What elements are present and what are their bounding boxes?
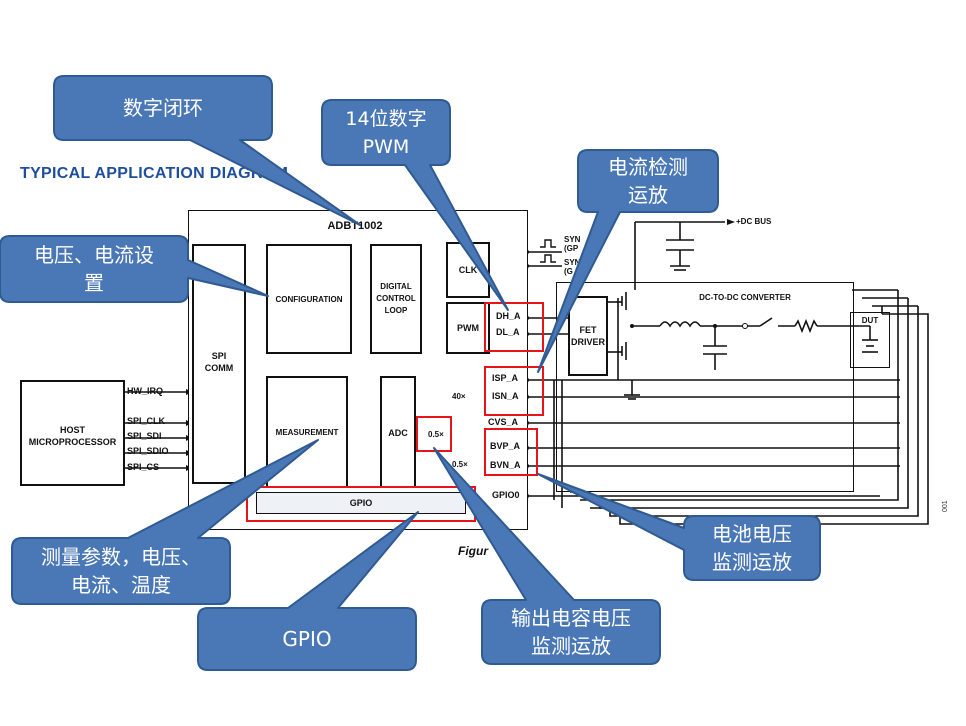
measurement-block: [266, 376, 348, 488]
highlight-bvp-bvn: [484, 428, 538, 476]
spi-comm-label: SPI COMM: [204, 351, 234, 373]
pin-spi-sdi: SPI_SDI: [127, 431, 162, 441]
diagram-title: TYPICAL APPLICATION DIAGRAM: [20, 165, 289, 182]
callout-gpio: GPIO: [282, 627, 332, 651]
fet-driver-block: [568, 296, 608, 376]
gpio-label: GPIO: [349, 498, 373, 508]
amp-bvs-gain: 0.5×: [452, 460, 468, 469]
amp-cvs-gain: 0.5×: [428, 430, 444, 439]
fet-driver-label: FET DRIVER: [570, 325, 605, 347]
pin-cvs-a: CVS_A: [488, 417, 519, 427]
adc-block: [380, 376, 416, 488]
pin-spi-sdio: SPI_SDIO: [127, 446, 169, 456]
amp-isense-gain: 40×: [452, 392, 466, 401]
callout-measure: 测量参数，电压、 电流、温度: [41, 545, 201, 597]
pin-hw-irq: HW_IRQ: [127, 386, 163, 396]
highlight-isp-isn: [484, 366, 544, 416]
dc-dc-converter-label: DC-TO-DC CONVERTER: [699, 293, 791, 302]
gpio-block: [256, 492, 466, 514]
digital-control-loop-block: [370, 244, 422, 354]
measurement-label: MEASUREMENT: [275, 428, 339, 437]
highlight-dh-dl: [484, 302, 544, 352]
pin-bvn-a: BVN_A: [490, 460, 521, 470]
chip-name: ADBT1002: [327, 220, 383, 232]
callout-pwm14: 14位数字 PWM: [345, 107, 427, 158]
dc-dc-converter-block: [556, 282, 854, 492]
pin-spi-clk: SPI_CLK: [127, 416, 166, 426]
callout-settings: 电压、电流设 置: [34, 243, 154, 295]
pin-spi-cs: SPI_CS: [127, 462, 160, 472]
clk-label: CLK: [458, 265, 478, 275]
digital-control-loop-label: DIGITAL CONTROL LOOP: [376, 282, 416, 315]
dut-label: DUT: [861, 316, 879, 325]
pin-isn-a: ISN_A: [492, 391, 519, 401]
pin-bvp-a: BVP_A: [490, 441, 521, 451]
signal-sync-in: SYN (GP: [564, 235, 581, 253]
adc-label: ADC: [388, 428, 408, 438]
configuration-label: CONFIGURATION: [275, 295, 343, 304]
callout-digital-loop: 数字闭环: [123, 96, 203, 120]
highlight-cvs-amp: [416, 416, 452, 452]
pin-isp-a: ISP_A: [492, 373, 519, 383]
callout-current-amp: 电流检测 运放: [608, 155, 688, 207]
pin-gpio0: GPIO0: [492, 490, 520, 500]
host-microprocessor-label: HOST MICROPROCESSOR: [28, 425, 117, 447]
host-microprocessor-block: [20, 380, 125, 486]
pin-dh-a: DH_A: [496, 311, 521, 321]
pwm-block: [446, 302, 490, 354]
pin-dl-a: DL_A: [496, 327, 520, 337]
figure-label: Figur: [458, 544, 488, 558]
pwm-label: PWM: [457, 323, 479, 333]
dut-block: [850, 312, 890, 368]
signal-dc-bus: +DC BUS: [736, 217, 772, 226]
callout-output-cap: 输出电容电压 监测运放: [511, 606, 631, 658]
callout-battery: 电池电压 监测运放: [712, 522, 792, 574]
configuration-block: [266, 244, 352, 354]
